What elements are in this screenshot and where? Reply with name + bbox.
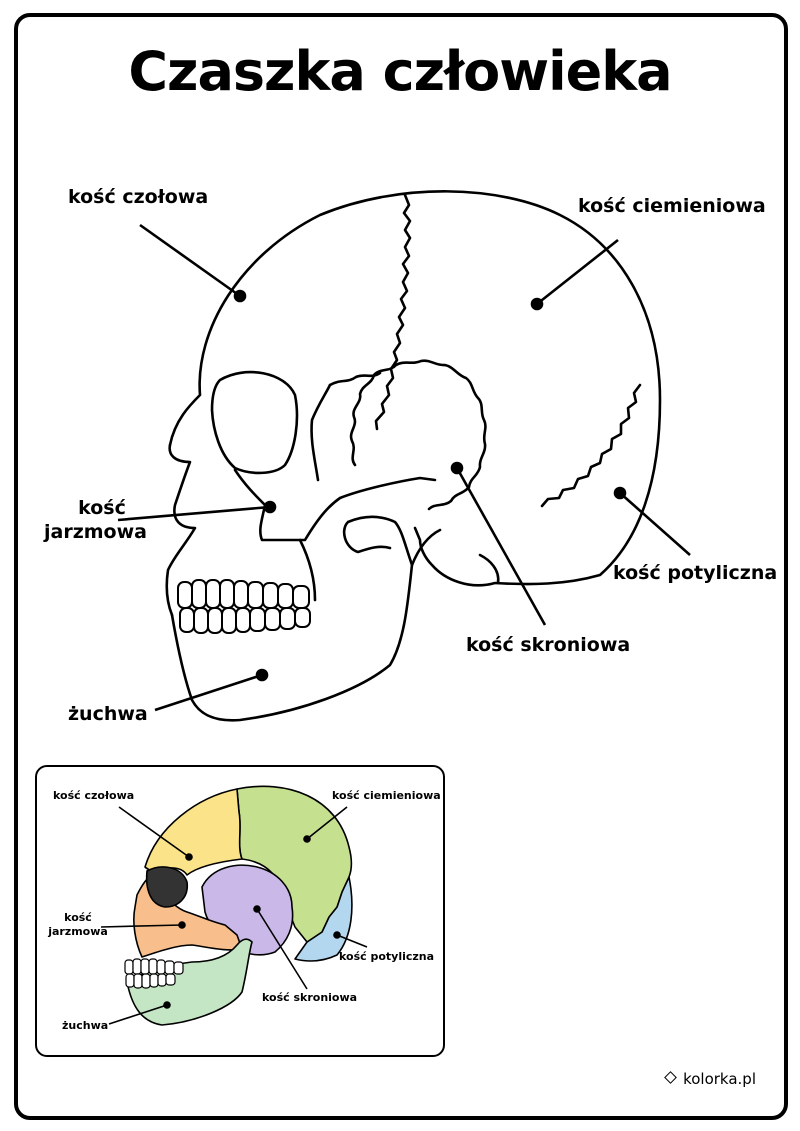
tooth [233,580,249,609]
dot-zygomatic [263,500,277,514]
orbit [210,370,299,475]
leader-temporal [455,467,547,626]
tooth [221,607,237,634]
inset-label-mandible: żuchwa [62,1019,109,1032]
inset-label-parietal: kość ciemieniowa [332,789,441,802]
tooth [140,958,150,975]
inset-leader-mandible [108,1004,168,1025]
tooth [264,607,281,631]
tooth [235,607,251,633]
tooth [124,959,134,975]
dot-frontal [233,289,247,303]
footer-text: kolorka.pl [683,1070,756,1088]
mastoid [478,553,500,585]
label-parietal: kość ciemieniowa [578,195,766,217]
tooth [249,607,266,632]
tooth [141,973,151,989]
tooth [164,960,175,975]
inset-label-temporal: kość skroniowa [262,991,358,1004]
teeth-group [177,579,311,634]
region-orbit [145,866,189,908]
leader-occipital [619,492,691,556]
tooth [277,583,294,609]
leader-parietal [536,238,619,306]
inset-dot-parietal [303,835,311,843]
tooth [179,607,195,633]
tooth [207,607,223,634]
lambdoid-suture [540,383,642,508]
inset-label-zygomatic: kość jarzmowa [47,911,109,939]
tooth [219,579,235,609]
inset-leader-temporal [256,908,308,990]
cranium-outline [168,190,662,587]
footer-credit: kolorka.pl [664,1070,756,1088]
label-zygomatic-line2: jarzmowa [44,520,147,543]
label-temporal: kość skroniowa [466,634,631,656]
inset-label-zygomatic-line1: kość [64,911,92,924]
inset-label-zygomatic-line2: jarzmowa [48,924,108,938]
leader-zygomatic [117,505,271,522]
mandible-ramus [342,515,414,567]
inset-label-occipital: kość potyliczna [339,950,435,963]
tooth [294,607,311,628]
tooth [173,961,184,975]
tooth [149,973,159,988]
sphenoid-lower [310,383,332,482]
tooth [148,958,158,975]
face-profile [165,443,197,617]
sphenoid-suture [328,371,382,387]
tooth [133,973,143,989]
inset-leader-zygomatic [100,924,183,928]
inset-dot-occipital [333,931,341,939]
label-mandible: żuchwa [68,703,148,725]
tooth [191,579,207,609]
leader-frontal [139,223,241,298]
region-frontal [144,788,243,876]
inset-leader-frontal [118,806,190,858]
coronal-suture [374,193,412,431]
tooth [157,973,167,987]
tooth [247,581,264,609]
label-zygomatic-line1: kość [78,497,126,519]
inset-dot-frontal [185,853,193,861]
inset-dot-zygomatic [178,921,186,929]
temporal-suture [349,359,487,511]
leader-mandible [154,673,263,712]
colored-skull-inset: kość czołowa kość ciemieniowa kość jarzm… [35,765,445,1057]
label-frontal: kość czołowa [68,186,209,208]
inset-leader-occipital [336,934,368,948]
tooth [156,959,166,975]
diamond-icon [664,1071,677,1084]
dot-mandible [255,668,269,682]
colored-skull-drawing [100,785,368,1026]
dot-temporal [450,461,464,475]
tooth [132,958,142,975]
inset-dot-mandible [163,1001,171,1009]
tooth [205,579,221,609]
inset-leader-parietal [306,806,348,840]
zygomatic-arch [233,468,437,542]
inset-label-frontal: kość czołowa [53,789,135,802]
page-title: Czaszka człowieka [128,40,672,103]
tooth [165,973,176,986]
inset-teeth [124,958,184,989]
label-occipital: kość potyliczna [613,562,778,584]
tooth [177,581,193,609]
tooth [125,973,135,988]
tooth [193,607,209,634]
dot-occipital [613,486,627,500]
dot-parietal [530,297,544,311]
inset-dot-temporal [253,905,261,913]
zygomatic-lower [298,538,317,602]
region-mandible [126,938,253,1026]
tooth [262,582,279,609]
tooth [279,607,296,630]
label-zygomatic: kość jarzmowa [44,497,147,545]
tooth [292,585,310,609]
